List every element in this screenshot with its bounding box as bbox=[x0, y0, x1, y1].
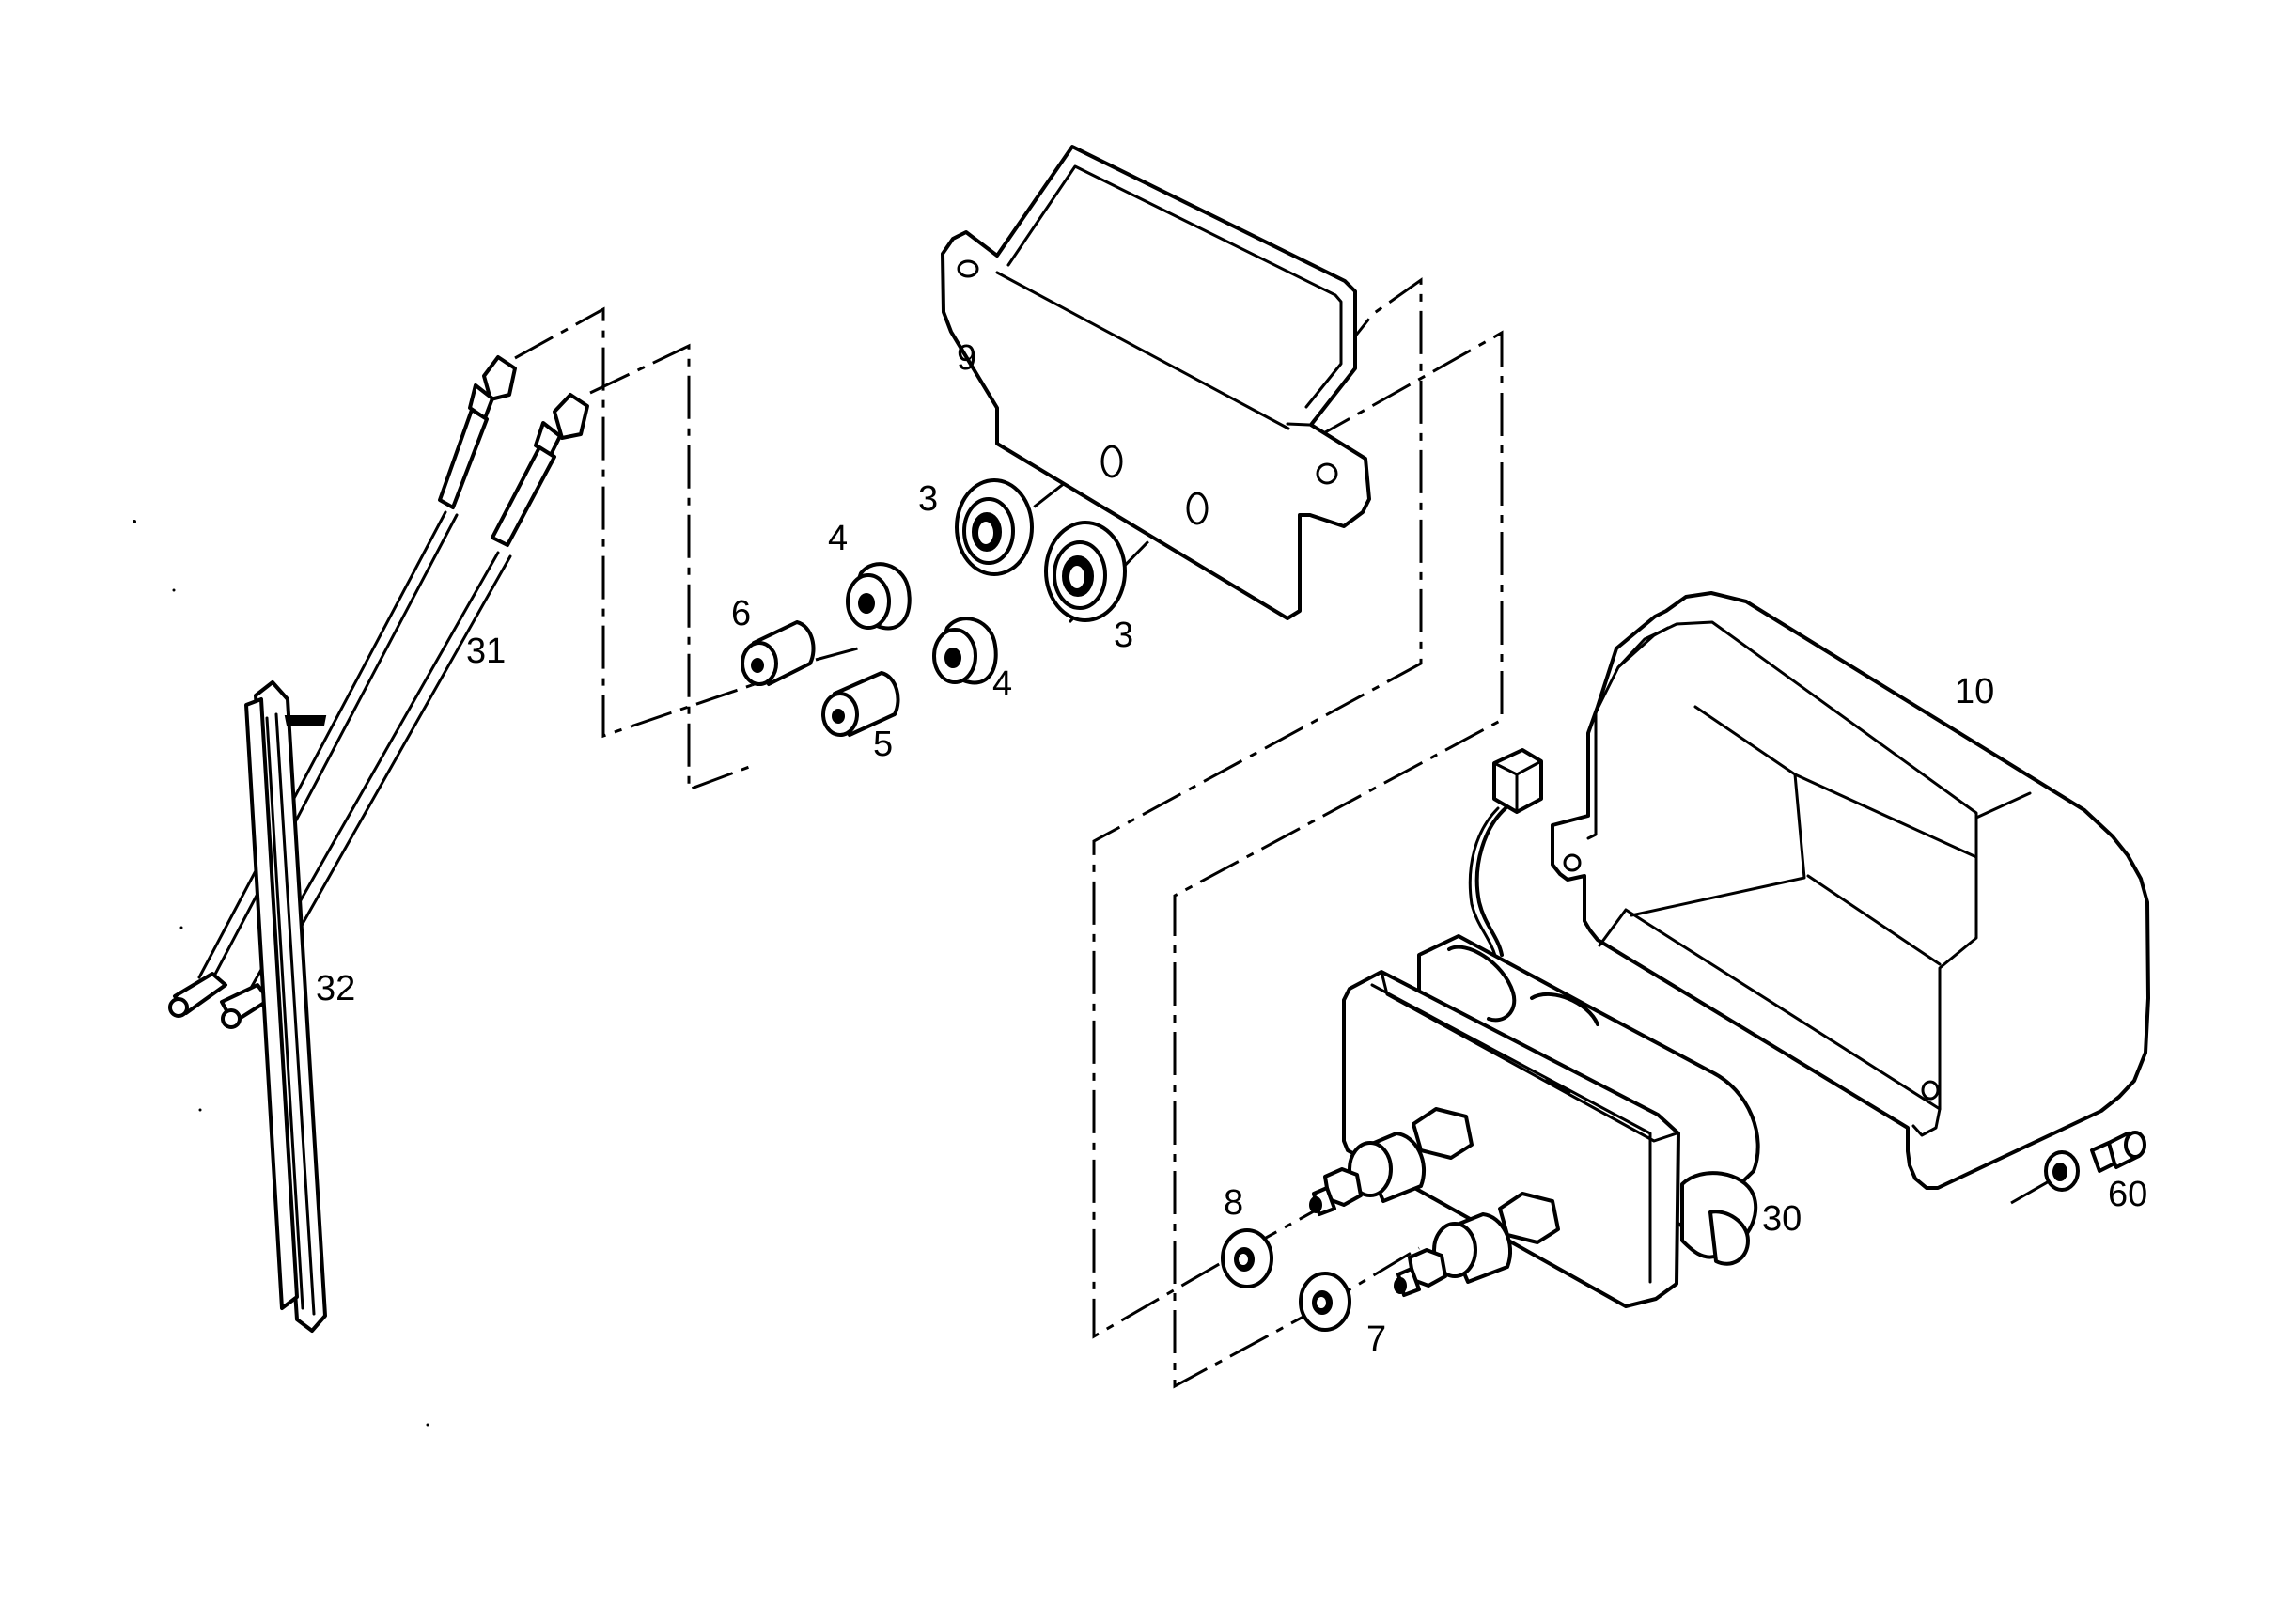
seal-washer-upper bbox=[955, 478, 1034, 576]
spacer-sleeve-6 bbox=[741, 620, 816, 686]
wiper-blade bbox=[244, 680, 327, 1333]
callout-5: 5 bbox=[873, 725, 893, 764]
callout-labels: 9 3 3 4 4 6 5 31 32 10 8 7 30 60 bbox=[316, 338, 2147, 1359]
callout-4-upper: 4 bbox=[828, 519, 848, 558]
callout-9: 9 bbox=[957, 338, 976, 378]
callout-30: 30 bbox=[1762, 1199, 1802, 1239]
callout-10: 10 bbox=[1955, 672, 1994, 711]
scan-specks bbox=[133, 520, 429, 1427]
wiper-motor bbox=[1309, 748, 1760, 1308]
spacer-sleeve-5 bbox=[821, 671, 900, 737]
seal-washer-lower bbox=[1044, 521, 1127, 622]
callout-32: 32 bbox=[316, 969, 355, 1008]
callout-31: 31 bbox=[466, 632, 506, 671]
grommet-lower bbox=[932, 617, 998, 685]
callout-8: 8 bbox=[1224, 1183, 1243, 1223]
grommet-upper bbox=[846, 562, 912, 631]
washer-8 bbox=[1221, 1228, 1273, 1288]
washer-7 bbox=[1299, 1272, 1351, 1332]
callout-3-upper: 3 bbox=[918, 479, 938, 519]
wiper-arms bbox=[168, 355, 589, 1029]
callout-3-lower: 3 bbox=[1114, 616, 1133, 655]
assembly-leader-lines bbox=[514, 277, 2052, 1389]
callout-6: 6 bbox=[731, 594, 751, 633]
callout-60: 60 bbox=[2108, 1175, 2147, 1214]
mounting-bracket bbox=[941, 145, 1371, 620]
callout-7: 7 bbox=[1366, 1320, 1386, 1359]
callout-4-lower: 4 bbox=[992, 664, 1012, 704]
screw-60 bbox=[2044, 1131, 2146, 1192]
motor-cover bbox=[1551, 591, 2150, 1190]
